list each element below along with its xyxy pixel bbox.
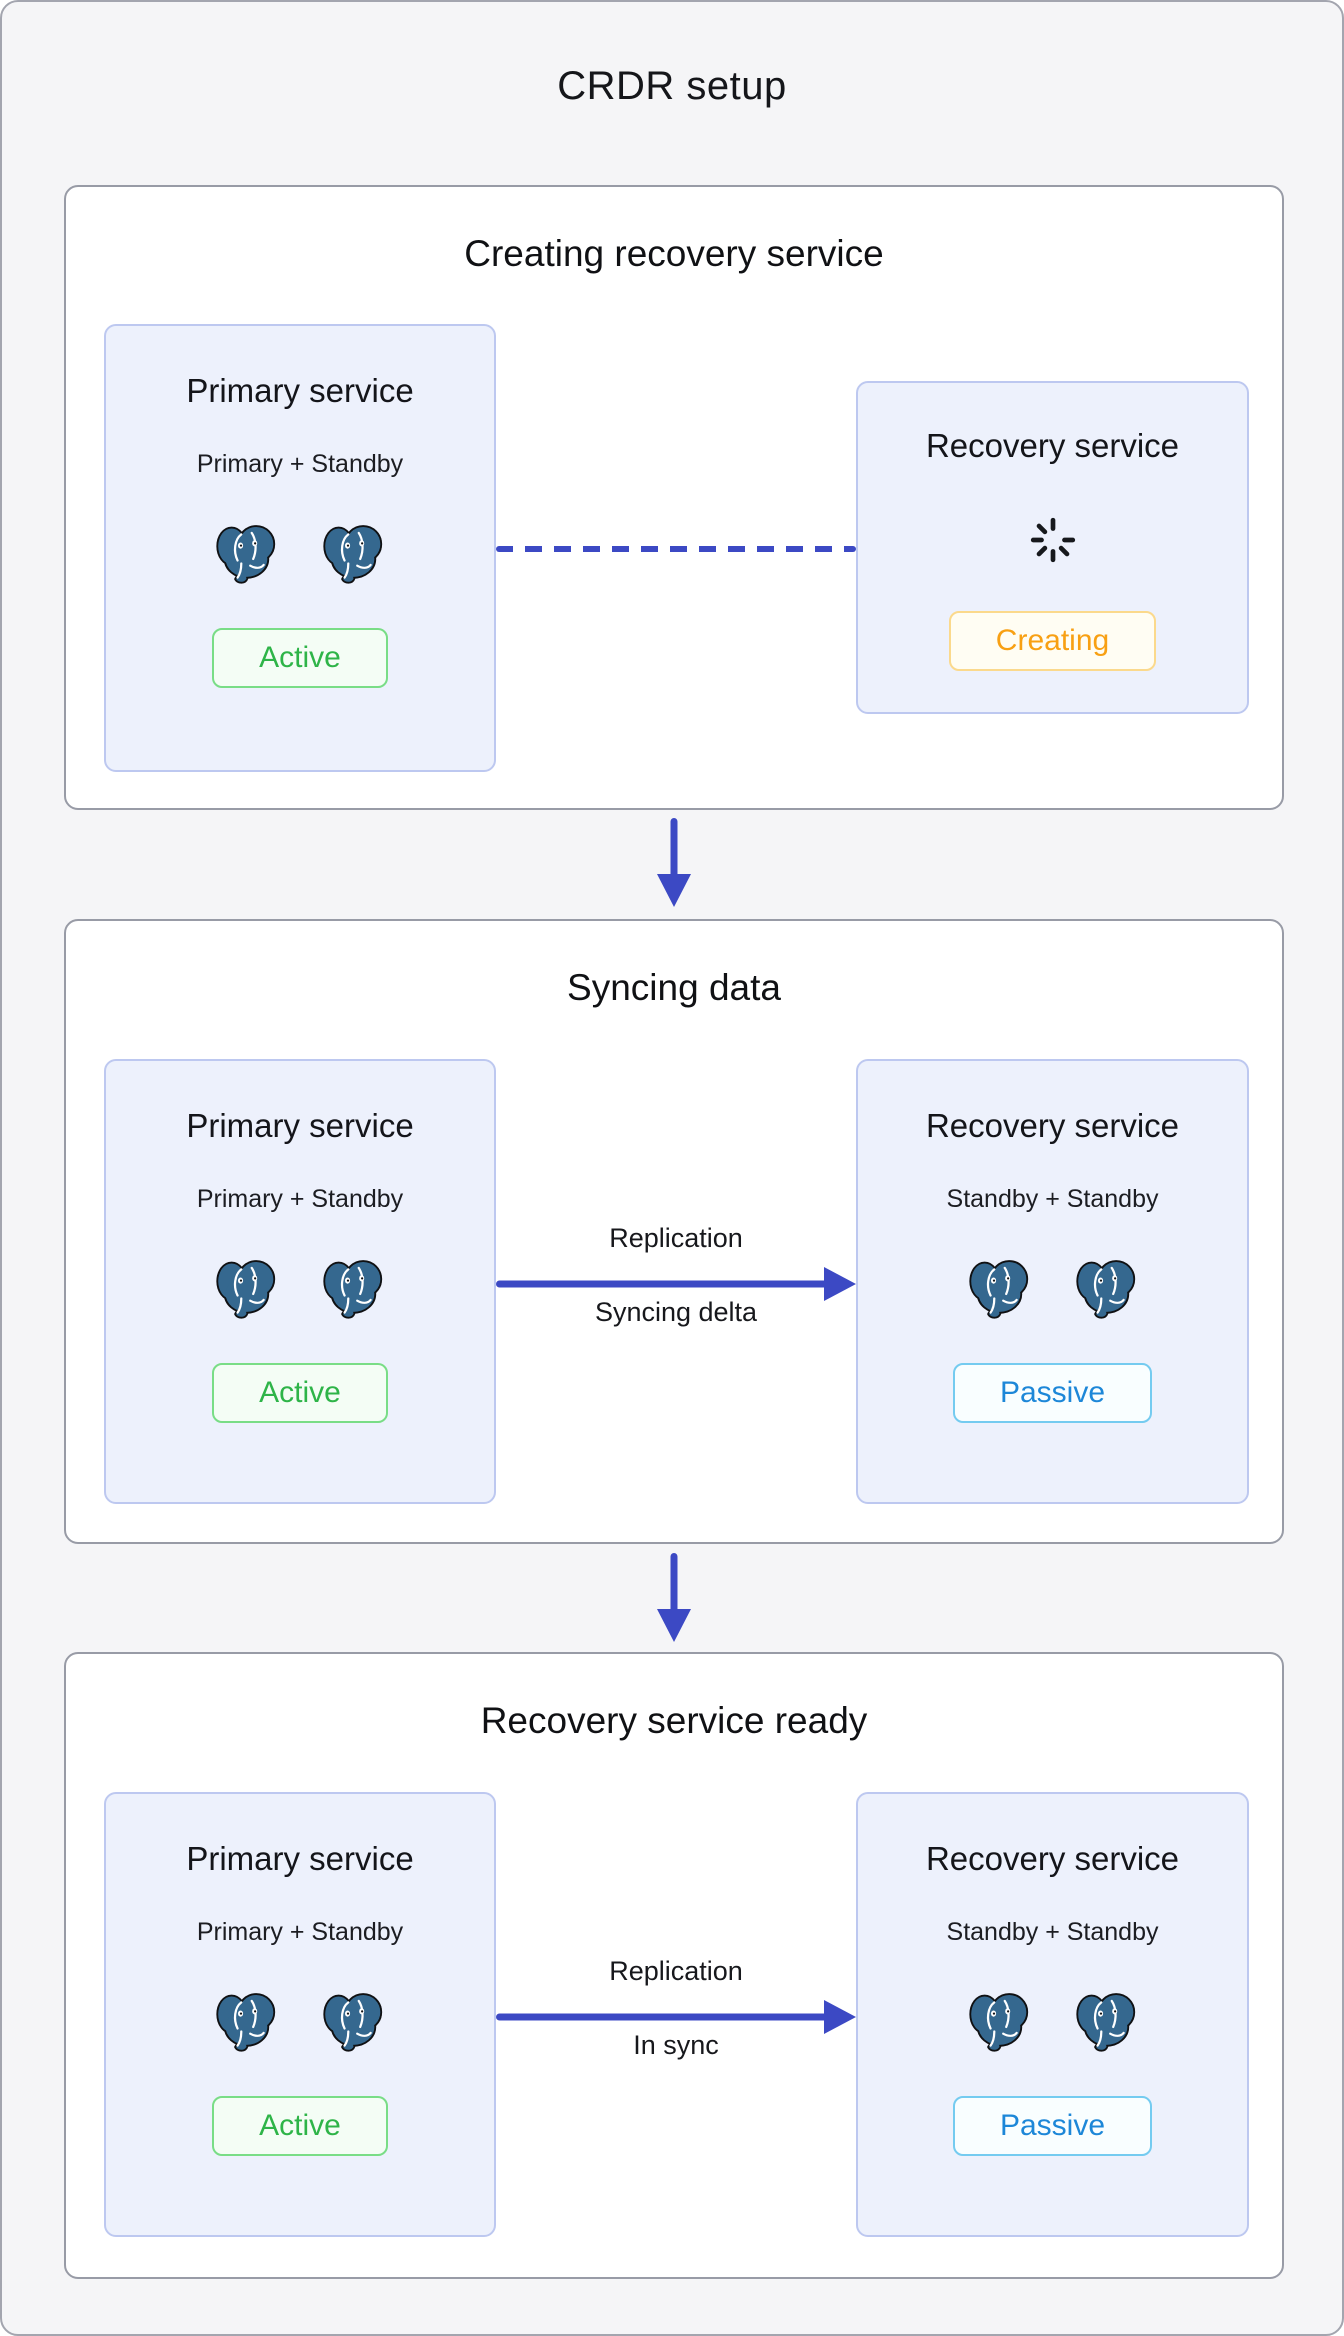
down-arrow-icon — [657, 818, 691, 907]
replication-label: Replication — [609, 1956, 743, 1986]
postgres-elephant-icon — [968, 1260, 1028, 1319]
database-nodes — [966, 1258, 1140, 1321]
status-badge-creating: Creating — [948, 611, 1157, 671]
stage-title: Recovery service ready — [480, 1700, 868, 1741]
status-badge-active: Active — [212, 1363, 388, 1423]
card-subtitle: Primary + Standby — [196, 1918, 404, 1946]
replication-connector: Replication In sync — [496, 1654, 856, 2277]
card-subtitle: Standby + Standby — [946, 1185, 1159, 1213]
postgres-elephant-icon — [216, 525, 276, 584]
page-title: CRDR setup — [557, 64, 787, 108]
loading-spinner-icon — [1028, 515, 1078, 565]
stage-title: Creating recovery service — [464, 233, 884, 274]
postgres-elephant-icon — [216, 1260, 276, 1319]
dashed-connector-line — [496, 546, 856, 552]
status-badge-passive: Passive — [952, 1363, 1153, 1423]
card-title: Recovery service — [925, 1107, 1180, 1144]
card-title: Recovery service — [925, 427, 1180, 464]
database-nodes — [966, 1991, 1140, 2054]
replication-label: Replication — [609, 1223, 743, 1253]
postgres-elephant-icon — [1075, 1993, 1135, 2052]
status-badge-active: Active — [212, 2096, 388, 2156]
sync-status-label: Syncing delta — [594, 1297, 758, 1327]
primary-service-card: Primary service Primary + Standby Active — [104, 1059, 496, 1504]
card-title: Recovery service — [925, 1840, 1180, 1877]
replication-connector: Replication Syncing delta — [496, 921, 856, 1542]
postgres-elephant-icon — [968, 1993, 1028, 2052]
stage-creating-recovery-service: Creating recovery service Primary servic… — [64, 185, 1284, 810]
card-subtitle: Primary + Standby — [196, 1185, 404, 1213]
card-title: Primary service — [186, 1107, 414, 1144]
status-badge-passive: Passive — [952, 2096, 1153, 2156]
status-badge-active: Active — [212, 628, 388, 688]
database-nodes — [213, 1991, 387, 2054]
sync-status-label: In sync — [633, 2030, 719, 2060]
primary-service-card: Primary service Primary + Standby Active — [104, 324, 496, 772]
connector-creating — [496, 187, 856, 808]
postgres-elephant-icon — [323, 1993, 383, 2052]
down-arrow-icon — [657, 1553, 691, 1642]
recovery-service-card: Recovery service Standby + Standby Passi… — [856, 1792, 1249, 2237]
card-subtitle: Primary + Standby — [196, 450, 404, 478]
card-title: Primary service — [186, 1840, 414, 1877]
postgres-elephant-icon — [323, 1260, 383, 1319]
primary-service-card: Primary service Primary + Standby Active — [104, 1792, 496, 2237]
postgres-elephant-icon — [323, 525, 383, 584]
stage-syncing-data: Syncing data Primary service Primary + S… — [64, 919, 1284, 1544]
database-nodes — [213, 1258, 387, 1321]
recovery-service-card: Recovery service Creating — [856, 381, 1249, 714]
recovery-service-card: Recovery service Standby + Standby Passi… — [856, 1059, 1249, 1504]
stage-recovery-service-ready: Recovery service ready Primary service P… — [64, 1652, 1284, 2279]
postgres-elephant-icon — [216, 1993, 276, 2052]
postgres-elephant-icon — [1075, 1260, 1135, 1319]
card-subtitle: Standby + Standby — [946, 1918, 1159, 1946]
card-title: Primary service — [186, 372, 414, 409]
stage-title: Syncing data — [567, 967, 781, 1008]
database-nodes — [213, 523, 387, 586]
